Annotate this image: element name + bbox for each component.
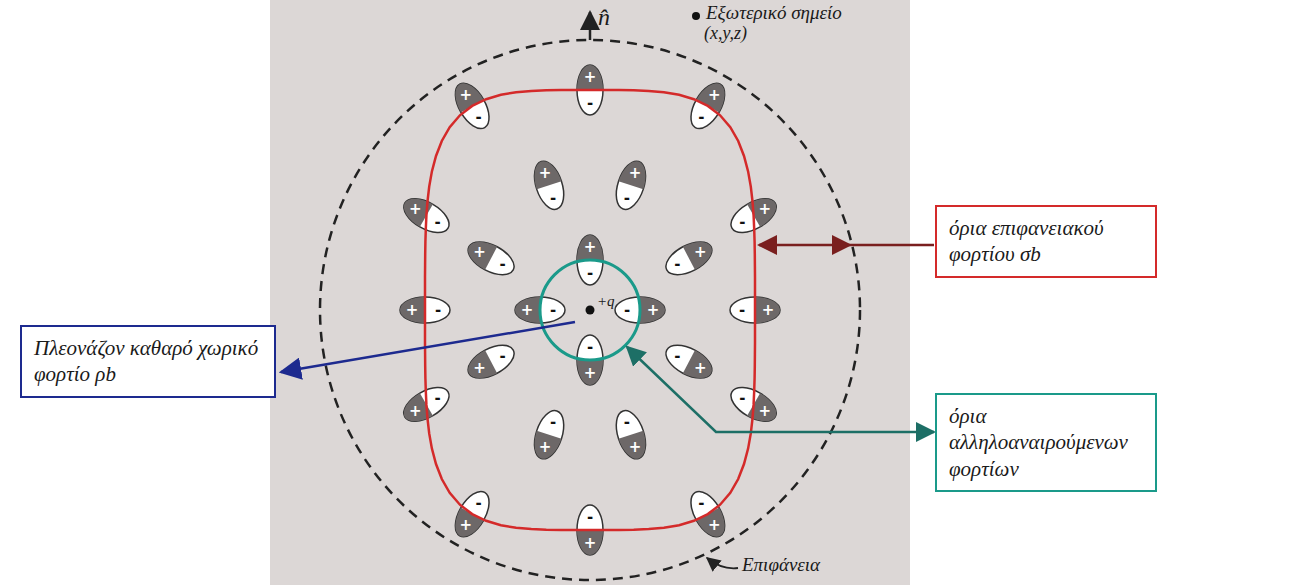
plus-sign: + bbox=[473, 360, 486, 375]
dipole bbox=[463, 339, 519, 385]
minus-sign: - bbox=[435, 390, 441, 405]
plus-sign: + bbox=[539, 165, 552, 180]
point-charge bbox=[586, 306, 595, 315]
minus-sign: - bbox=[739, 215, 745, 230]
field-point bbox=[692, 12, 700, 20]
plus-sign: + bbox=[629, 440, 642, 455]
plus-sign: + bbox=[759, 202, 772, 217]
dipole bbox=[611, 407, 651, 463]
plus-sign: + bbox=[584, 240, 597, 255]
dipole bbox=[661, 339, 717, 385]
plus-sign: + bbox=[629, 165, 642, 180]
minus-sign: - bbox=[624, 415, 630, 430]
minus-sign: - bbox=[698, 495, 704, 510]
cancel-leader bbox=[627, 347, 934, 432]
surface-charge-boundary bbox=[425, 90, 755, 530]
callout-text: όρια επιφανειακού φορτίου σb bbox=[949, 215, 1143, 268]
minus-sign: - bbox=[550, 303, 556, 318]
normal-label: n̂ bbox=[598, 4, 610, 30]
minus-sign: - bbox=[550, 415, 556, 430]
surface-charge-callout: όρια επιφανειακού φορτίου σb bbox=[935, 205, 1157, 278]
plus-sign: + bbox=[584, 366, 597, 381]
cancel-callout: όρια αλληλοαναιρούμενων φορτίων bbox=[935, 393, 1157, 492]
surface-charge-leader bbox=[759, 244, 850, 247]
minus-sign: - bbox=[500, 257, 506, 272]
plus-sign: + bbox=[409, 202, 422, 217]
dipole bbox=[529, 157, 569, 213]
plus-sign: + bbox=[762, 303, 775, 318]
callout-text: Πλεονάζον καθαρό χωρικό φορτίο ρb bbox=[34, 335, 262, 388]
coordinate-label: (x,y,z) bbox=[704, 24, 747, 44]
dipole bbox=[529, 407, 569, 463]
minus-sign: - bbox=[587, 266, 593, 281]
surface-label: Επιφάνεια bbox=[742, 555, 820, 576]
minus-sign: - bbox=[435, 303, 441, 318]
callout-text: όρια αλληλοαναιρούμενων φορτίων bbox=[949, 403, 1143, 482]
plus-sign: + bbox=[539, 440, 552, 455]
minus-sign: - bbox=[435, 215, 441, 230]
space-charge-callout: Πλεονάζον καθαρό χωρικό φορτίο ρb bbox=[20, 325, 276, 398]
plus-sign: + bbox=[708, 518, 721, 533]
plus-sign: + bbox=[473, 245, 486, 260]
minus-sign: - bbox=[550, 190, 556, 205]
space-charge-leader bbox=[281, 322, 575, 372]
minus-sign: - bbox=[476, 495, 482, 510]
surface-leader bbox=[707, 558, 738, 568]
paper-ground bbox=[270, 0, 910, 585]
minus-sign: - bbox=[500, 348, 506, 363]
plus-sign: + bbox=[459, 518, 472, 533]
minus-sign: - bbox=[624, 303, 630, 318]
minus-sign: - bbox=[476, 110, 482, 125]
surface-charge-leader bbox=[850, 244, 934, 247]
field-point-label: Εξωτερικό σημείο bbox=[706, 3, 842, 24]
plus-sign: + bbox=[521, 303, 534, 318]
minus-sign: - bbox=[739, 390, 745, 405]
plus-sign: + bbox=[406, 303, 419, 318]
minus-sign: - bbox=[674, 348, 680, 363]
plus-sign: + bbox=[647, 303, 660, 318]
plus-sign: + bbox=[459, 87, 472, 102]
plus-sign: + bbox=[694, 360, 707, 375]
plus-sign: + bbox=[694, 245, 707, 260]
dipole bbox=[463, 235, 519, 281]
minus-sign: - bbox=[624, 190, 630, 205]
plus-sign: + bbox=[708, 87, 721, 102]
gaussian-surface bbox=[320, 40, 860, 580]
minus-sign: - bbox=[587, 510, 593, 525]
minus-sign: - bbox=[587, 96, 593, 111]
cancel-boundary bbox=[540, 260, 640, 360]
minus-sign: - bbox=[739, 303, 745, 318]
minus-sign: - bbox=[587, 340, 593, 355]
plus-sign: + bbox=[584, 70, 597, 85]
dipole-group bbox=[398, 65, 782, 555]
charge-label: +q bbox=[597, 293, 615, 310]
dipole bbox=[611, 157, 651, 213]
minus-sign: - bbox=[674, 257, 680, 272]
plus-sign: + bbox=[409, 403, 422, 418]
minus-sign: - bbox=[698, 110, 704, 125]
dipole bbox=[661, 235, 717, 281]
plus-sign: + bbox=[759, 403, 772, 418]
plus-sign: + bbox=[584, 536, 597, 551]
normal-arrow bbox=[589, 12, 592, 40]
